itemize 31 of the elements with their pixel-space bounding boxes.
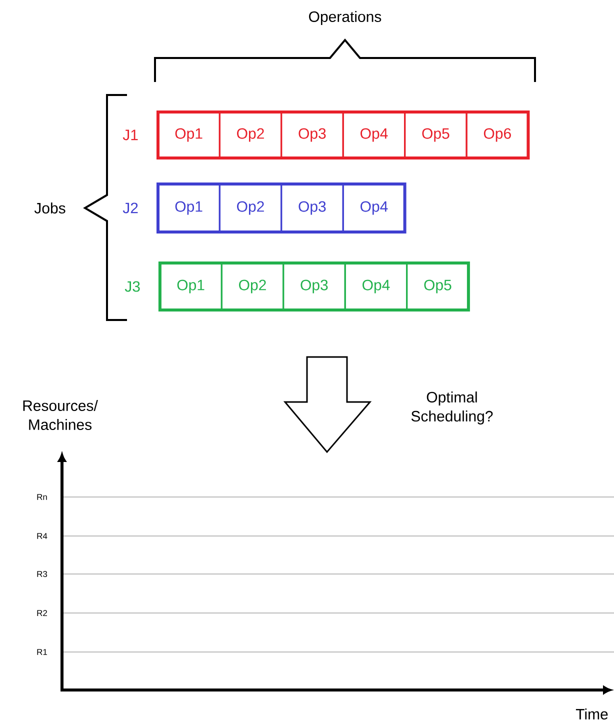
operation-cell: Op2 xyxy=(218,111,282,159)
axis-label: Time xyxy=(576,708,608,720)
operation-cell: Op5 xyxy=(406,262,470,311)
operation-cell: Op4 xyxy=(344,262,408,311)
operation-cell: Op3 xyxy=(280,183,344,233)
job-label: J2 xyxy=(122,202,138,214)
job-label: J1 xyxy=(122,130,138,140)
operation-cell: Op4 xyxy=(342,111,406,159)
job-row xyxy=(158,262,470,312)
job-row xyxy=(156,110,530,160)
tick-label: R4 xyxy=(37,533,48,539)
operation-cell: Op6 xyxy=(466,111,529,159)
operation-cell: Op1 xyxy=(159,262,222,311)
operation-cell: Op2 xyxy=(220,262,284,311)
operation-cell: Op1 xyxy=(157,111,220,159)
question-text: Optimal Scheduling? xyxy=(411,392,493,424)
operation-cell: Op3 xyxy=(280,111,344,159)
tick-label: R2 xyxy=(37,610,47,616)
operation-cell: Op5 xyxy=(404,111,468,159)
operation-cell: Op2 xyxy=(218,183,282,233)
axis-label: Resources/ Machines xyxy=(23,400,98,430)
heading: Operations xyxy=(309,11,382,25)
tick-label: R3 xyxy=(37,571,48,577)
operation-cell: Op1 xyxy=(157,183,220,233)
job-label: J3 xyxy=(124,281,140,292)
operation-cell: Op3 xyxy=(282,262,346,311)
job-row xyxy=(156,182,406,234)
tick-label: R1 xyxy=(37,649,48,655)
brace-label: Jobs xyxy=(34,202,66,214)
tick-label: Rn xyxy=(37,494,47,500)
operation-cell: Op4 xyxy=(342,183,406,233)
